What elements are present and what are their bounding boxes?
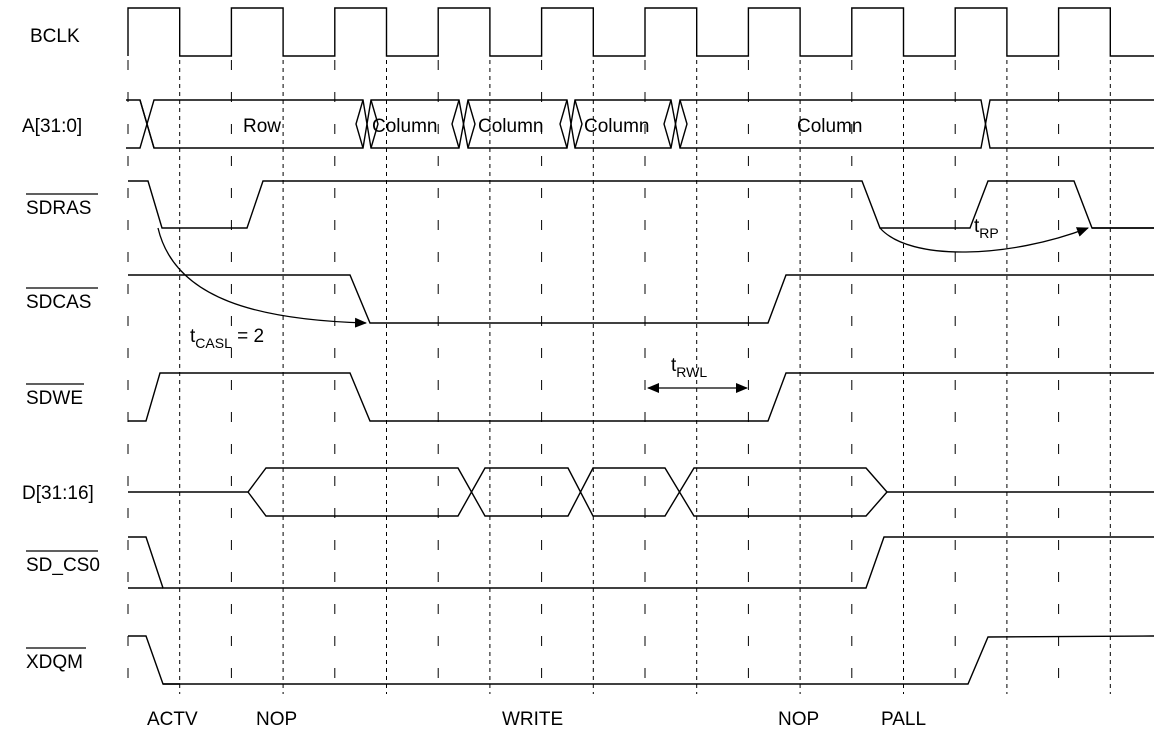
- address-value-column-2: Column: [478, 116, 543, 137]
- label-address-bus: A[31:0]: [22, 116, 82, 137]
- command-labels: ACTV NOP WRITE NOP PALL: [147, 709, 926, 730]
- tcasl-arrow: [157, 227, 367, 328]
- label-sd-cs0: SD_CS0: [26, 555, 100, 576]
- xdqm-waveform: [128, 635, 1154, 685]
- sdras-waveform: [128, 180, 1154, 229]
- tcasl-label: tCASL = 2: [190, 326, 264, 351]
- label-sdwe: SDWE: [26, 388, 83, 409]
- label-sdcas: SDCAS: [26, 292, 91, 313]
- label-sdras: SDRAS: [26, 198, 91, 219]
- signal-overbars: [26, 193, 98, 649]
- address-value-row: Row: [243, 116, 281, 137]
- bclk-waveform: [127, 7, 1154, 57]
- sdwe-waveform: [128, 372, 1154, 422]
- label-bclk: BCLK: [30, 26, 80, 47]
- command-nop-2: NOP: [778, 709, 819, 730]
- data-bus-waveform: [128, 467, 1154, 517]
- trp-arrow: [879, 227, 1089, 253]
- trp-label: tRP: [974, 216, 999, 241]
- command-pall: PALL: [881, 709, 926, 730]
- trwl-label: tRWL: [671, 355, 707, 380]
- address-value-column-3: Column: [584, 116, 649, 137]
- sd-cs0-waveform: [128, 536, 1154, 589]
- command-write: WRITE: [502, 709, 563, 730]
- address-value-column-4: Column: [797, 116, 862, 137]
- address-bus-waveform: [126, 99, 1154, 149]
- sdcas-waveform: [128, 274, 1154, 324]
- command-nop-1: NOP: [256, 709, 297, 730]
- signal-labels: BCLK A[31:0] SDRAS SDCAS SDWE D[31:16] S…: [22, 26, 100, 673]
- address-value-column-1: Column: [372, 116, 437, 137]
- label-data-bus: D[31:16]: [22, 483, 94, 504]
- clock-grid-lines: [127, 60, 1111, 694]
- label-xdqm: XDQM: [26, 652, 83, 673]
- command-actv: ACTV: [147, 709, 198, 730]
